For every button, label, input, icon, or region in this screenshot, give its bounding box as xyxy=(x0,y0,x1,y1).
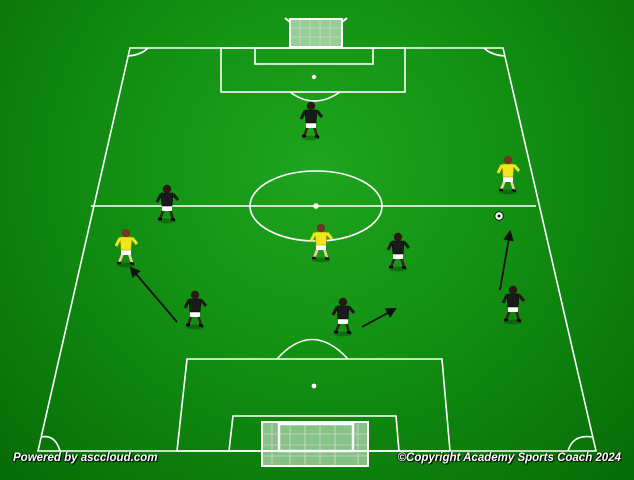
corner-arc-bottom-right xyxy=(567,435,593,452)
copyright-text: ©Copyright Academy Sports Coach 2024 xyxy=(397,452,621,464)
player-black-1 xyxy=(299,100,324,142)
top-goal-area xyxy=(254,47,374,65)
top-penalty-arc xyxy=(289,91,341,102)
soccer-ball-icon xyxy=(494,211,504,221)
centre-spot xyxy=(313,203,319,209)
players xyxy=(114,100,526,338)
bottom-penalty-area xyxy=(176,358,451,452)
player-yellow-3 xyxy=(309,222,334,264)
arrow-run-right xyxy=(499,229,514,291)
bottom-penalty-spot xyxy=(311,383,317,389)
player-black-2 xyxy=(155,183,180,225)
bottom-goal-area xyxy=(228,415,400,452)
player-yellow-5 xyxy=(496,154,521,196)
powered-by-text: Powered by asccloud.com xyxy=(13,452,158,464)
player-black-8 xyxy=(331,296,356,338)
bottom-penalty-arc xyxy=(276,338,349,360)
player-yellow-4 xyxy=(114,227,139,269)
player-black-6 xyxy=(386,231,411,273)
top-penalty-area xyxy=(220,47,406,93)
bottom-goal xyxy=(261,421,369,467)
corner-arc-top-left xyxy=(127,47,149,57)
corner-arc-bottom-left xyxy=(40,435,61,452)
top-penalty-spot xyxy=(311,74,317,80)
top-goal xyxy=(284,17,348,48)
arrow-run-left xyxy=(129,266,178,323)
player-black-9 xyxy=(501,284,526,326)
arrow-run-centre xyxy=(361,307,397,328)
player-black-7 xyxy=(183,289,208,331)
corner-arc-top-right xyxy=(483,47,506,57)
movement-arrows xyxy=(129,229,514,328)
